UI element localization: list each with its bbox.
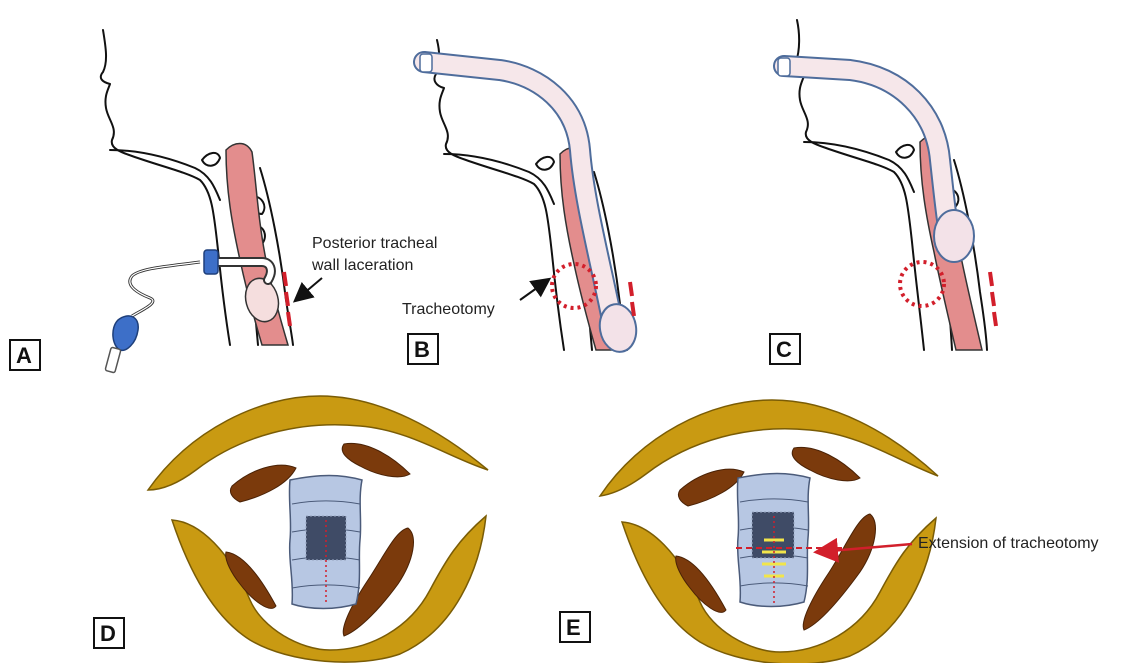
posterior-laceration-label-line2: wall laceration — [311, 257, 413, 274]
posterior-laceration-label-line1: Posterior tracheal — [312, 235, 437, 252]
tube-cuff — [934, 210, 974, 262]
left-upper-muscle — [230, 465, 296, 502]
right-upper-muscle — [342, 443, 410, 476]
repair-patch — [306, 516, 346, 560]
panel-a: Posterior tracheal wall laceration A — [10, 30, 437, 373]
panel-e: Extension of tracheotomy E — [560, 400, 1099, 663]
left-upper-muscle — [678, 469, 744, 506]
panel-b: Tracheotomy B — [402, 40, 640, 364]
laceration-marks — [990, 272, 996, 326]
panel-d: D — [94, 396, 488, 662]
tracheotomy-label: Tracheotomy — [402, 301, 495, 318]
pilot-balloon-icon — [105, 316, 138, 373]
tracheotomy-site-circle — [900, 262, 944, 306]
panel-label-a: A — [16, 343, 32, 368]
panel-c: C — [770, 20, 996, 364]
panel-label-d: D — [100, 621, 116, 646]
extension-of-tracheotomy-label: Extension of tracheotomy — [918, 535, 1099, 552]
panel-label-c: C — [776, 337, 792, 362]
laceration-arrow — [296, 278, 322, 300]
tracheotomy-arrow — [520, 280, 548, 300]
panel-label-b: B — [414, 337, 430, 362]
panel-label-e: E — [566, 615, 581, 640]
right-lower-muscle — [803, 514, 875, 630]
